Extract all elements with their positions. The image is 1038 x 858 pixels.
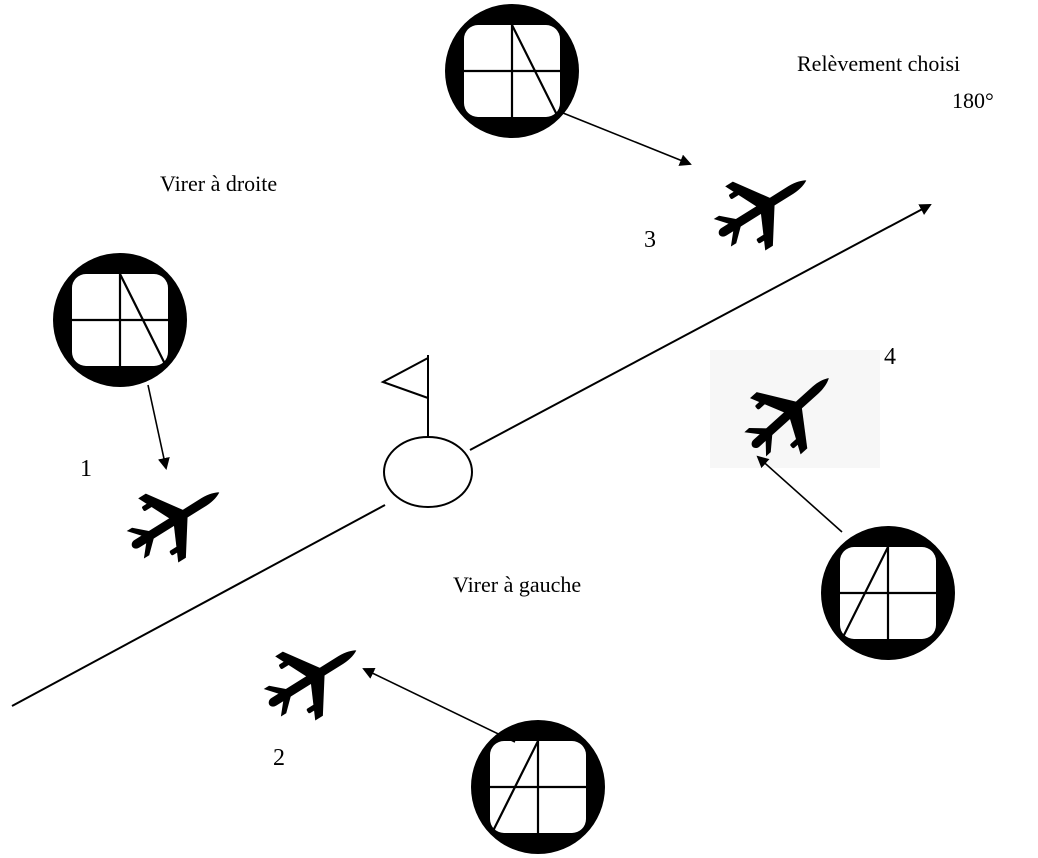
beacon-flag-icon	[380, 357, 429, 399]
aircraft-2-gauge-icon	[469, 718, 607, 856]
aircraft-3-number: 3	[644, 227, 656, 253]
aircraft-3-pointer	[562, 112, 692, 166]
aircraft-4-gauge-icon	[819, 524, 957, 662]
bearing-value: 180°	[952, 88, 994, 113]
bearing-title: Relèvement choisi	[797, 51, 960, 76]
aircraft-1-number: 1	[80, 456, 92, 482]
aircraft-2-pointer	[362, 667, 516, 743]
beacon-station	[380, 355, 473, 508]
turn-left-label: Virer à gauche	[453, 572, 581, 597]
aircraft-2-icon	[249, 618, 377, 737]
aircraft-4-number: 4	[884, 344, 896, 370]
aircraft-3-gauge-icon	[443, 2, 581, 140]
aircraft-2-number: 2	[273, 745, 285, 771]
aircraft-1-icon	[112, 460, 240, 579]
aircraft-1-pointer	[147, 384, 170, 470]
aircraft-1-gauge-icon	[51, 251, 189, 389]
aircraft-4-pointer	[756, 455, 843, 533]
bearing-line-lower	[11, 504, 386, 707]
turn-right-label: Virer à droite	[160, 171, 277, 196]
aircraft-3-icon	[699, 148, 827, 267]
bearing-line-upper	[469, 204, 932, 451]
